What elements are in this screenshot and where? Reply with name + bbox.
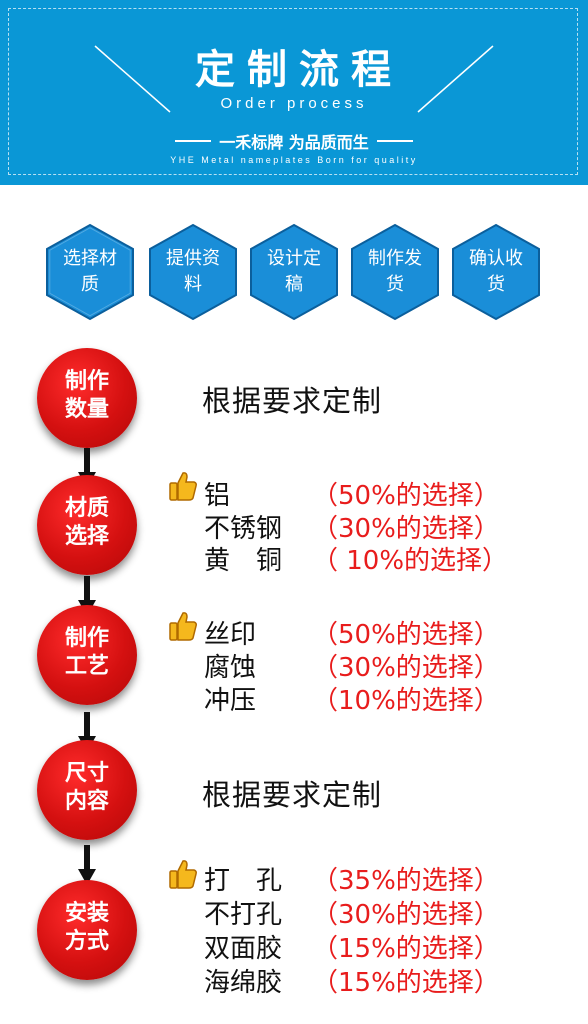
option-percent: （50%的选择） (312, 620, 500, 650)
process-circle-label: 制作工艺 (64, 626, 109, 679)
option-percent: （30%的选择） (312, 514, 500, 544)
page-title: 定制流程 (195, 47, 403, 93)
step-hexagon-2: 提供资料 (147, 222, 239, 322)
banner-frame (8, 8, 578, 175)
option-percent: （30%的选择） (312, 653, 500, 683)
option-name: 双面胶 (204, 934, 283, 964)
process-description: 根据要求定制 (202, 384, 383, 418)
option-name: 腐蚀 (204, 653, 257, 683)
process-circle-label: 制作数量 (64, 369, 109, 422)
option-name: 不打孔 (204, 900, 283, 930)
thumbs-up-icon (169, 860, 197, 889)
option-name: 冲压 (204, 686, 257, 716)
option-percent: （15%的选择） (312, 934, 500, 964)
step-hexagon-4: 制作发货 (349, 222, 441, 322)
slogan-line-left (175, 140, 212, 142)
option-percent: （30%的选择） (312, 900, 500, 930)
process-circle-installation: 安装方式 (37, 880, 137, 980)
option-name: 铝 (204, 481, 231, 511)
option-name: 不锈钢 (204, 514, 283, 544)
process-circle-quantity: 制作数量 (37, 348, 137, 448)
thumbs-up-icon (169, 472, 197, 501)
step-label-2: 提供资料 (166, 248, 220, 295)
process-circle-size: 尺寸内容 (37, 740, 137, 840)
thumbs-up-icon (169, 612, 197, 641)
option-name: 海绵胶 (204, 968, 283, 998)
arrow-down-icon (78, 845, 96, 885)
slogan: 一禾标牌 为品质而生 (219, 133, 369, 152)
option-percent: （10%的选择） (312, 686, 500, 716)
step-hexagon-3: 设计定稿 (248, 222, 340, 322)
process-description: 根据要求定制 (202, 778, 383, 812)
header-banner: 定制流程 Order process 一禾标牌 为品质而生 YHE Metal … (0, 0, 588, 185)
slogan-line-right (376, 140, 413, 142)
option-percent: （35%的选择） (312, 866, 500, 896)
page-subtitle: Order process (220, 95, 368, 112)
option-percent: （50%的选择） (312, 481, 500, 511)
step-label-1: 选择材质 (63, 248, 117, 295)
step-label-5: 确认收货 (469, 248, 523, 295)
option-percent: （ 10%的选择） (312, 546, 509, 576)
process-circle-label: 材质选择 (64, 496, 109, 549)
option-percent: （15%的选择） (312, 968, 500, 998)
step-hexagon-5: 确认收货 (450, 222, 542, 322)
banner-decorative-lines (94, 45, 494, 113)
step-label-3: 设计定稿 (267, 248, 321, 295)
step-hexagon-1: 选择材质 (44, 222, 136, 322)
step-label-4: 制作发货 (368, 248, 422, 295)
process-circle-craft: 制作工艺 (37, 605, 137, 705)
process-circle-material: 材质选择 (37, 475, 137, 575)
option-name: 黄 铜 (204, 546, 283, 576)
option-name: 打 孔 (204, 866, 283, 896)
option-name: 丝印 (204, 620, 257, 650)
slogan-english: YHE Metal nameplates Born for quality (170, 155, 418, 165)
process-circle-label: 安装方式 (64, 901, 109, 954)
slogan-row: 一禾标牌 为品质而生 (0, 130, 588, 152)
title-box: 定制流程 (158, 42, 428, 93)
process-circle-label: 尺寸内容 (64, 761, 109, 814)
